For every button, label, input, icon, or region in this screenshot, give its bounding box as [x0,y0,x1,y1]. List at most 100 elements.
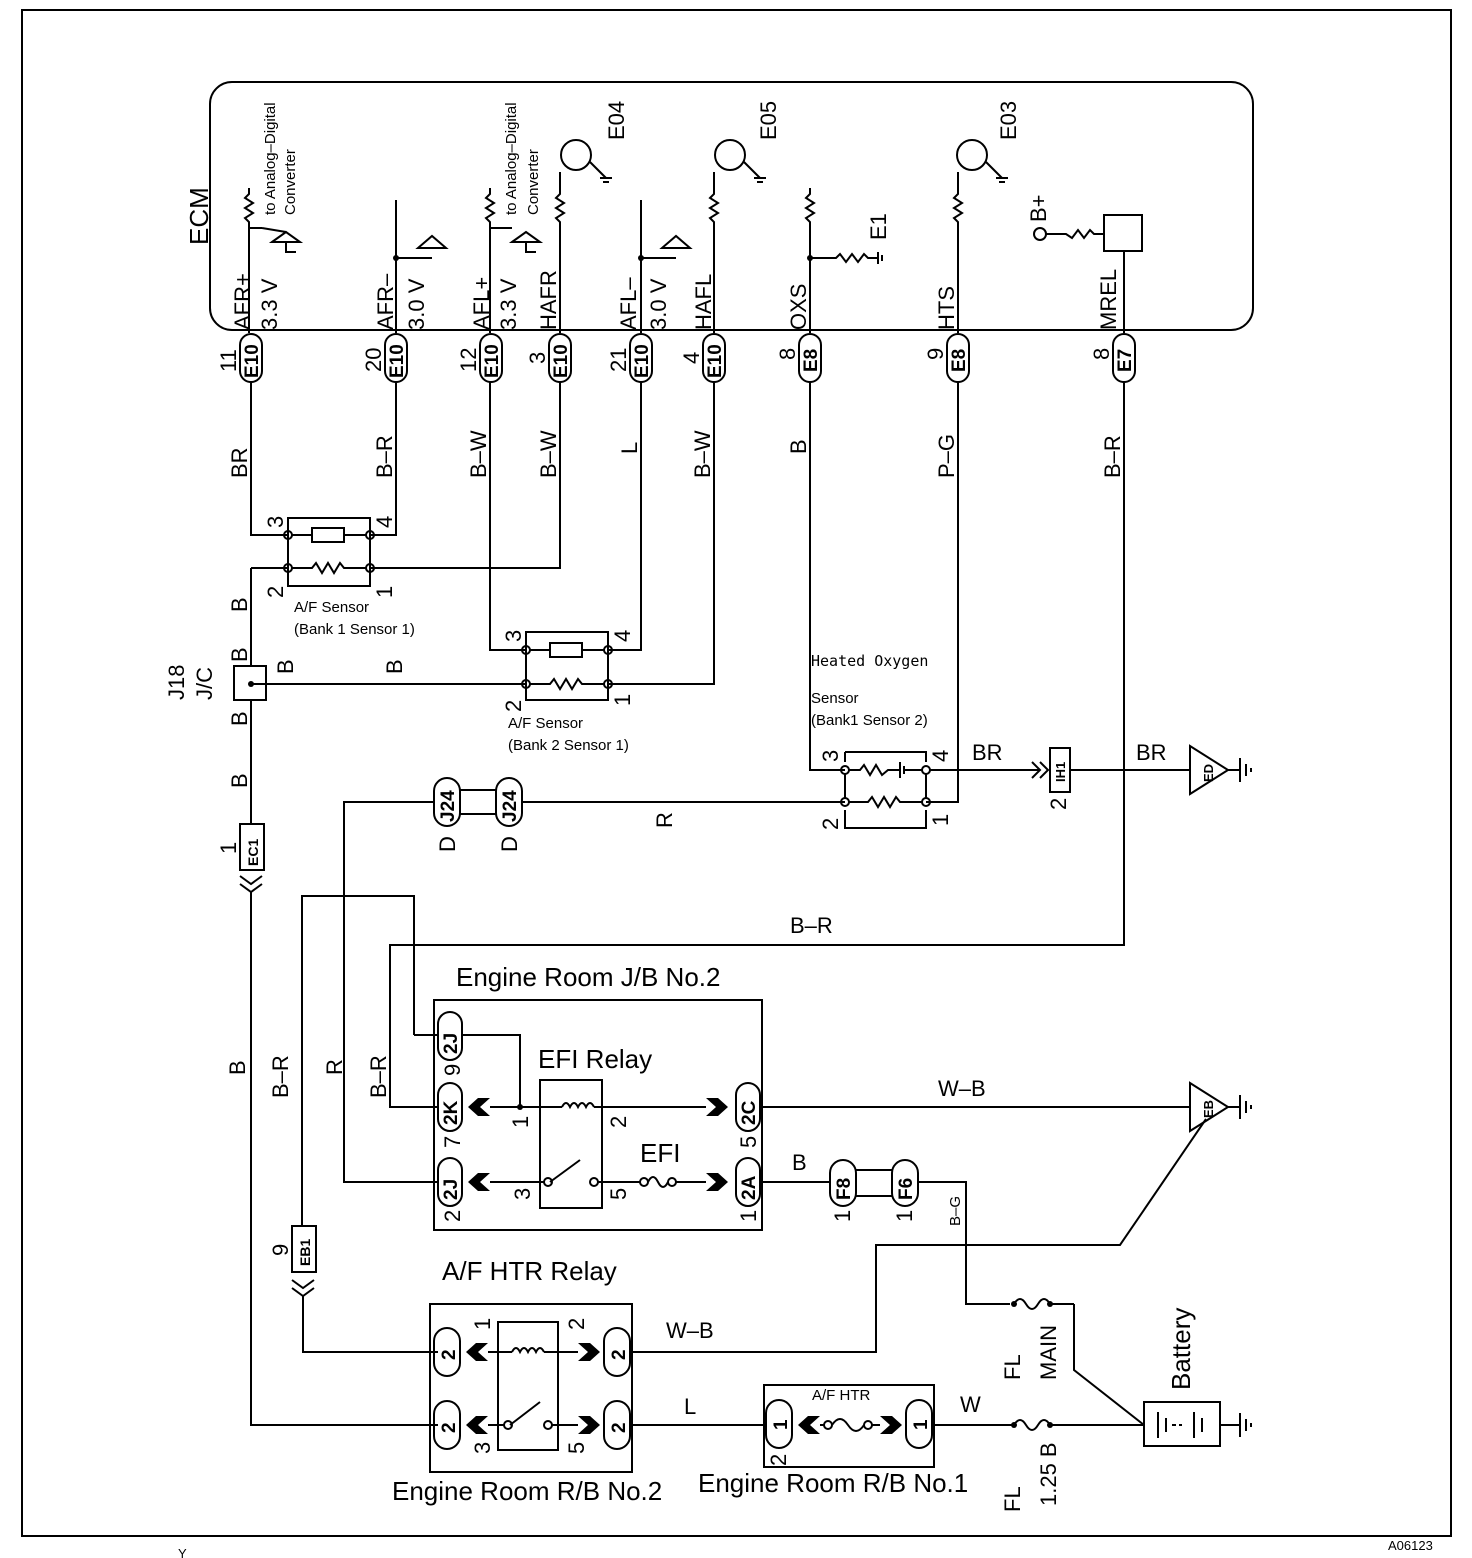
conn-e10-12: E10 12 [456,333,503,383]
label-jb2-conns-4-pin: 1 [736,1210,761,1222]
label-rb1-conn_1: 1 [771,1419,792,1430]
main-name-label: MAIN [1036,1325,1061,1380]
wire-efi-r: R [652,812,677,828]
ecm-title: ECM [184,187,214,245]
junction-j24: J24 J24 D D R [343,777,845,1183]
junction-j18: J18 J/C B B B B B B [164,567,526,824]
diagram-frame [21,9,1452,1537]
wire-hos-br-a: BR [972,740,1003,765]
junction-eb1: EB1 9 [268,1225,438,1353]
jc-label: J/C [192,667,217,700]
wire-ground-below: B [227,773,252,788]
wire-hos-br-b: BR [1136,740,1167,765]
wire-hafr: B–W [536,430,561,478]
label-afhtr_relay-relay_pins-0: 1 [470,1318,495,1330]
battery-label: Battery [1166,1308,1196,1390]
ecm-connectors: E10 11 E10 20 E10 12 E10 3 E10 21 E10 4 [216,333,1136,383]
conn-e7-8: E7 8 [1089,333,1136,383]
label-ecm-terminals-8-pin: 8 [1089,348,1114,360]
label-sensors-pins_b1-0: 3 [263,516,288,528]
conn-e10-4: E10 4 [679,333,726,383]
ecm-volt-aflminus: 3.0 V [646,278,671,330]
adc-label-2a: Converter [282,149,299,215]
af-sensor-bank2: 3 4 2 1 A/F Sensor (Bank 2 Sensor 1) [501,630,635,754]
label-jb2-conns-0-conn: 2J [441,1033,462,1054]
conn-e8-9: E8 9 [923,333,970,383]
ecm-volt-aflplus: 3.3 V [496,278,521,330]
wire-ground-jc-right: B [273,659,298,674]
ground-e1: E1 [866,213,891,240]
adc-label-1a: to Analog–Digital [262,102,279,215]
label-sensors-pins_hos-1: 4 [928,750,953,762]
label-sensors-pins_hos-2: 2 [818,818,843,830]
label-afhtr_relay-relay_pins-2: 3 [470,1442,495,1454]
label-ecm-terminals-1-conn: E10 [387,344,408,378]
label-junctions-eb1: EB1 [297,1239,313,1266]
jb2-title: Engine Room J/B No.2 [456,962,720,992]
af-bank2-label2: (Bank 2 Sensor 1) [508,737,629,754]
label-jb2-conns-3-conn: 2C [739,1100,760,1125]
wire-ground-jc-top: B [227,647,252,662]
wire-afrplus: BR [227,447,252,478]
af-bank1-label2: (Bank 1 Sensor 1) [294,621,415,638]
label-afhtr_relay-relay_pins-1: 2 [564,1318,589,1330]
small-fl-label: FL [1000,1486,1025,1512]
hos-label3: (Bank1 Sensor 2) [811,712,928,729]
label-ecm-terminals-0-pin: 11 [216,349,241,372]
wire-left-r: R [322,1059,347,1075]
main-fl-label: FL [1000,1354,1025,1380]
conn-e10-11: E10 11 [216,333,263,383]
label-sensors-pins_b2-1: 4 [610,630,635,642]
label-jb2-relay_pins-3: 5 [606,1188,631,1200]
label-fuses_inline-pin: 1 [830,1210,855,1222]
wire-left-br: B–R [268,1055,293,1098]
wire-afrminus: B–R [372,435,397,478]
label-afhtr_relay-relay_pins-3: 5 [564,1442,589,1454]
conn-e10-21: E10 21 [606,333,653,383]
label-jb2-relay_pins-2: 3 [510,1188,535,1200]
ecm-term-mrel: MREL [1096,269,1121,330]
af-bank1-label1: A/F Sensor [294,599,369,616]
efi-fuse-label: EFI [640,1138,680,1168]
ecm-term-afrminus: AFR– [373,273,398,330]
label-junctions-j24_pin: D [497,836,522,852]
label-afhtr_relay-conn: 2 [439,1349,460,1360]
label-jb2-relay_pins-1: 2 [606,1116,631,1128]
wire-hafl: B–W [690,430,715,478]
junction-ec1: EC1 1 B [216,823,438,1426]
label-fuses_inline-f8: F8 [834,1178,855,1200]
label-jb2-relay_pins-0: 1 [508,1116,533,1128]
label-fuses_inline-f6: F6 [896,1178,917,1200]
wire-oxs: B [786,439,811,454]
ecm-term-hts: HTS [934,286,959,330]
ih1-label: IH1 [1053,762,1068,782]
label-sensors-pins_b1-1: 4 [372,516,397,528]
label-ecm-terminals-3-conn: E10 [551,344,572,378]
af-sensor-bank1: 3 4 2 1 A/F Sensor (Bank 1 Sensor 1) [263,516,415,638]
ground-e05: E05 [756,101,781,140]
label-ecm-terminals-3-pin: 3 [525,352,550,364]
ih1-pin: 2 [1046,798,1071,810]
label-junctions-eb1_pin: 9 [268,1244,293,1256]
wire-aflplus: B–W [466,430,491,478]
label-ecm-terminals-5-pin: 4 [679,352,704,364]
label-afhtr_relay-conn: 2 [439,1422,460,1433]
eb-label: EB [1201,1100,1216,1118]
footer-right: A06123 [1388,1538,1433,1553]
hos-label1: Heated Oxygen [811,652,928,670]
battery: Battery [1143,1308,1252,1447]
ecm-term-aflminus: AFL– [616,277,641,330]
label-sensors-pins_b1-2: 2 [263,586,288,598]
label-ecm-terminals-1-pin: 20 [361,348,386,372]
af-bank2-label1: A/F Sensor [508,715,583,732]
wire-mrel: B–R [1100,435,1125,478]
rb1-label: Engine Room R/B No.1 [698,1468,968,1498]
label-sensors-pins_hos-3: 1 [928,814,953,826]
label-ecm-terminals-7-pin: 9 [923,348,948,360]
label-sensors-pins_b2-3: 1 [610,694,635,706]
label-ecm-terminals-2-pin: 12 [456,348,481,372]
label-sensors-pins_b1-3: 1 [372,586,397,598]
efi-relay-label: EFI Relay [538,1044,652,1074]
wire-aflminus: L [617,442,642,454]
fusible-links: FL MAIN FL 1.25 B [1000,1298,1145,1512]
